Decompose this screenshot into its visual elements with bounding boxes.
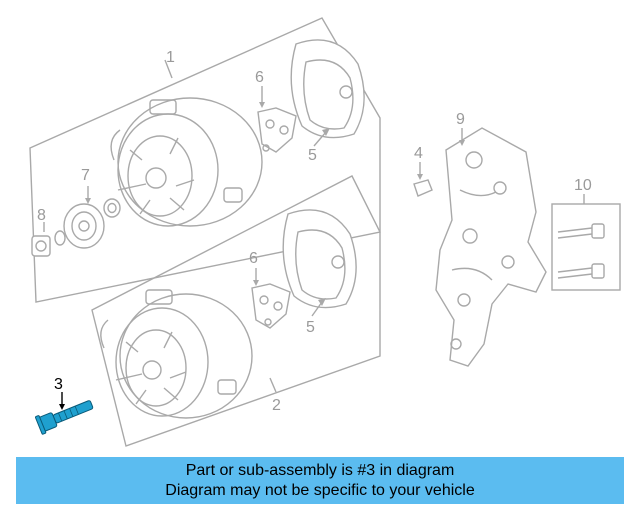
- alternator-upper: [110, 97, 263, 227]
- bolt-set-box: [551, 203, 621, 291]
- banner-line-2: Diagram may not be specific to your vehi…: [165, 481, 475, 499]
- callout-3: 3: [54, 376, 63, 393]
- stud-part: [413, 179, 433, 197]
- callout-6-upper: 6: [255, 69, 264, 86]
- callout-1: 1: [166, 49, 175, 66]
- rear-cover-upper: [290, 39, 365, 139]
- callout-5-upper: 5: [308, 147, 317, 164]
- callout-6-lower: 6: [249, 250, 258, 267]
- callout-9: 9: [456, 111, 465, 128]
- callout-10: 10: [574, 177, 592, 194]
- mounting-bracket: [435, 127, 547, 367]
- info-banner: Part or sub-assembly is #3 in diagram Di…: [16, 457, 624, 504]
- pulley-nut: [31, 230, 66, 257]
- group-2-outline: [91, 175, 381, 447]
- rear-cover-lower: [282, 209, 357, 309]
- pulley: [63, 198, 121, 249]
- regulator-upper: [257, 107, 297, 153]
- bolt-lower: [557, 263, 605, 279]
- callout-8: 8: [37, 207, 46, 224]
- group-1-outline: [29, 17, 381, 303]
- highlighted-bolt-part-3[interactable]: [35, 392, 95, 435]
- alternator-lower: [100, 289, 253, 419]
- callout-7: 7: [81, 167, 90, 184]
- assembly-group-1: 1 7: [29, 17, 381, 303]
- regulator-lower: [251, 283, 291, 329]
- callout-5-lower: 5: [306, 319, 315, 336]
- assembly-group-2: 2 6: [91, 175, 381, 447]
- bolt-set: [551, 194, 621, 291]
- bolt-upper: [557, 223, 605, 239]
- callout-2: 2: [272, 397, 281, 414]
- banner-line-1: Part or sub-assembly is #3 in diagram: [185, 461, 455, 479]
- callout-4: 4: [414, 145, 423, 162]
